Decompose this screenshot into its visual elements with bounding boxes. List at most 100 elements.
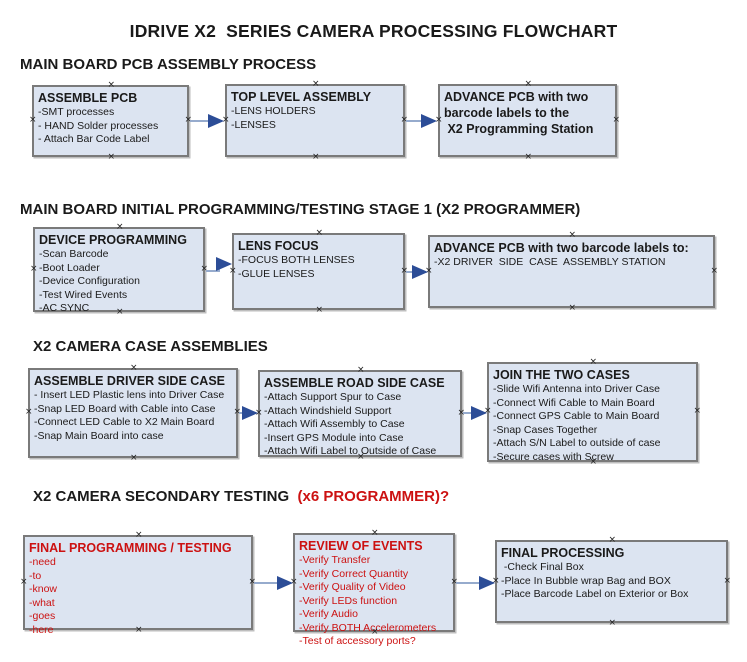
box-body-line: -Verify Transfer (299, 554, 371, 566)
flow-box-join-the-two-cases: JOIN THE TWO CASES -Slide Wifi Antenna i… (484, 358, 701, 467)
box-body-line: -Test of accessory ports? (299, 635, 416, 647)
box-body-line: -Insert GPS Module into Case (264, 431, 404, 444)
flow-box-final-processing: FINAL PROCESSING -Check Final Box-Place … (492, 536, 731, 628)
connection-anchor-icon: × (312, 152, 320, 162)
box-body-line: -FOCUS BOTH LENSES (238, 254, 355, 266)
connection-anchor-icon: × (315, 305, 324, 315)
section-heading-pcb-assembly: MAIN BOARD PCB ASSEMBLY PROCESS (20, 56, 317, 73)
arrow-r2-1 (206, 257, 232, 272)
box-body-line: -Verify BOTH Accelerometers (299, 621, 437, 634)
box-body-line: -Attach Wifi Label to Outside of Case (264, 445, 437, 457)
box-body-line: -Snap Main Board into case (34, 429, 164, 442)
connection-anchor-icon: × (29, 115, 37, 125)
box-body-line: - Attach Bar Code Label (38, 133, 150, 145)
box-body-line: -Attach Wifi Assembly to Case (264, 418, 405, 430)
box-body-line: -goes (29, 610, 56, 622)
box-body: -FOCUS BOTH LENSES-GLUE LENSES (238, 254, 399, 281)
box-body-line: -Place Barcode Label on Exterior or Box (501, 588, 689, 600)
box-heading: ADVANCE PCB with two barcode labels to: (434, 240, 709, 256)
connection-anchor-icon: × (357, 365, 365, 375)
box-body-line: -GLUE LENSES (238, 267, 315, 280)
flow-box-review-of-events: REVIEW OF EVENTS -Verify Transfer-Verify… (290, 529, 458, 648)
box-body-line: -AC SYNC (39, 302, 90, 314)
box-body: -Verify Transfer-Verify Correct Quantity… (299, 554, 449, 649)
box-body-line: - Insert LED Plastic lens into Driver Ca… (34, 389, 225, 401)
box-body-line: -Connect LED Cable to X2 Main Board (34, 416, 215, 428)
section-heading-secondary-testing-text: X2 CAMERA SECONDARY TESTING (33, 488, 294, 505)
box-heading: JOIN THE TWO CASES (493, 367, 692, 383)
box-heading-line: LENS FOCUS (238, 239, 319, 253)
connection-anchor-icon: × (608, 535, 617, 545)
box-body-line: - HAND Solder processes (38, 119, 159, 132)
box-body-line: -Snap Cases Together (493, 423, 598, 436)
flow-box-assemble-driver-side-case: ASSEMBLE DRIVER SIDE CASE - Insert LED P… (25, 364, 241, 463)
box-body-line: -Slide Wifi Antenna into Driver Case (493, 383, 660, 395)
connection-anchor-icon: × (200, 263, 208, 274)
box-heading: TOP LEVEL ASSEMBLY (231, 89, 399, 105)
box-heading: ASSEMBLE DRIVER SIDE CASE (34, 373, 232, 389)
connection-anchor-icon: × (568, 303, 577, 313)
flow-box-assemble-pcb: ASSEMBLE PCB -SMT processes- HAND Solder… (29, 81, 192, 162)
connection-anchor-icon: × (723, 575, 731, 586)
box-heading-line: TOP LEVEL ASSEMBLY (231, 90, 372, 104)
connection-anchor-icon: × (184, 115, 192, 125)
box-body: -Attach Support Spur to Case-Attach Wind… (264, 391, 456, 459)
box-body-line: -Attach S/N Label to outside of case (493, 437, 661, 449)
box-body-line: -Verify Quality of Video (299, 581, 406, 593)
box-heading-line: REVIEW OF EVENTS (299, 539, 423, 553)
box-heading: FINAL PROGRAMMING / TESTING (29, 540, 247, 556)
box-heading-line: barcode labels to the (444, 106, 570, 120)
connection-anchor-icon: × (248, 576, 256, 587)
connection-anchor-icon: × (589, 357, 598, 367)
box-body-line: -Check Final Box (501, 561, 584, 573)
flow-box-lens-focus: LENS FOCUS -FOCUS BOTH LENSES-GLUE LENSE… (229, 229, 408, 315)
connection-anchor-icon: × (107, 80, 116, 90)
box-body-line: -what (29, 596, 55, 609)
box-heading-line: ADVANCE PCB with two barcode labels to: (434, 241, 689, 255)
box-body: -Scan Barcode-Boot Loader-Device Configu… (39, 248, 199, 316)
box-body-line: -Verify LEDs function (299, 594, 398, 607)
connection-anchor-icon: × (450, 576, 458, 587)
box-body: -Slide Wifi Antenna into Driver Case-Con… (493, 383, 692, 464)
box-heading-line: ASSEMBLE PCB (38, 91, 138, 105)
box-body-line: -Boot Loader (39, 261, 100, 274)
flow-box-device-programming: DEVICE PROGRAMMING -Scan Barcode-Boot Lo… (30, 223, 208, 317)
connection-anchor-icon: × (130, 363, 138, 373)
connection-anchor-icon: × (710, 265, 718, 276)
box-heading: ASSEMBLE PCB (38, 90, 183, 106)
box-body-line: -SMT processes (38, 106, 115, 118)
flow-box-final-programming-testing: FINAL PROGRAMMING / TESTING -need-to-kno… (20, 531, 256, 636)
connection-anchor-icon: × (255, 407, 263, 418)
box-body-line: -LENS HOLDERS (231, 105, 316, 117)
box-heading-line: ASSEMBLE ROAD SIDE CASE (264, 376, 445, 390)
connection-anchor-icon: × (290, 576, 298, 587)
connection-anchor-icon: × (608, 618, 617, 628)
box-body-line: -here (29, 623, 54, 636)
box-body: -SMT processes- HAND Solder processes- A… (38, 106, 183, 147)
section-heading-programmer-question: (x6 PROGRAMMER)? (293, 488, 450, 505)
box-heading: REVIEW OF EVENTS (299, 538, 449, 554)
connection-anchor-icon: × (315, 228, 324, 238)
connection-anchor-icon: × (30, 263, 38, 274)
box-heading: FINAL PROCESSING (501, 545, 722, 561)
box-body-line: -Device Configuration (39, 275, 140, 287)
connection-anchor-icon: × (524, 152, 533, 162)
box-body-line: -LENSES (231, 118, 276, 131)
connection-anchor-icon: × (130, 453, 138, 463)
box-heading-line: JOIN THE TWO CASES (493, 368, 630, 382)
connection-anchor-icon: × (312, 79, 320, 89)
section-heading-initial-programming: MAIN BOARD INITIAL PROGRAMMING/TESTING S… (20, 201, 581, 218)
box-heading-line: FINAL PROCESSING (501, 546, 625, 560)
flow-box-assemble-road-side-case: ASSEMBLE ROAD SIDE CASE -Attach Support … (255, 366, 465, 462)
connection-anchor-icon: × (116, 222, 124, 232)
connection-anchor-icon: × (400, 114, 408, 125)
box-body: -Check Final Box-Place In Bubble wrap Ba… (501, 561, 722, 602)
connection-anchor-icon: × (492, 575, 500, 586)
connection-anchor-icon: × (693, 406, 701, 416)
box-body-line: -Verify Audio (299, 608, 358, 620)
box-body-line: -to (29, 569, 42, 582)
page-title: IDRIVE X2 SERIES CAMERA PROCESSING FLOWC… (129, 21, 618, 41)
box-body-line: -need (29, 556, 56, 568)
connection-anchor-icon: × (371, 528, 379, 538)
